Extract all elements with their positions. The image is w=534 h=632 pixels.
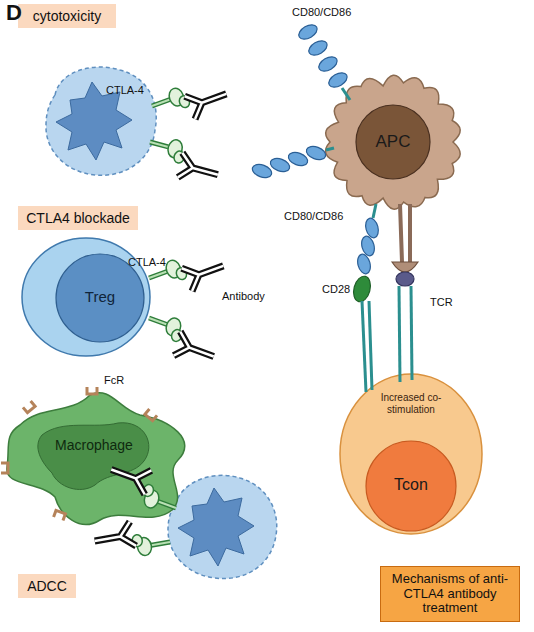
cd80-domain [326, 70, 349, 90]
ctla4-antibody [140, 310, 222, 369]
cell-nucleus [356, 105, 430, 179]
molecule-label: CD80/CD86 [284, 210, 343, 222]
cd28-stalk [369, 301, 372, 390]
cd80-domain [360, 235, 377, 257]
cell-shape [0, 385, 200, 535]
fc-receptor [23, 401, 35, 413]
molecule-label: CD80/CD86 [292, 6, 351, 18]
cell-membrane [340, 374, 482, 534]
mhc-molecule [392, 262, 418, 272]
cd28-receptor [351, 274, 373, 303]
molecule-label: Antibody [222, 290, 265, 302]
molecule-label: FcR [104, 374, 124, 386]
cd80-domain [316, 54, 339, 74]
molecule-label: CTLA-4 [106, 84, 144, 96]
apc-cell: APC [318, 62, 468, 222]
cd80-domain [305, 144, 328, 162]
cd80-domain [306, 38, 329, 58]
cd28-stalk [362, 301, 366, 392]
molecule-label: CD28 [322, 283, 350, 295]
tumor-cell [168, 475, 277, 578]
cd80-domain [269, 156, 292, 174]
cd80-domain [356, 253, 373, 275]
panel-tag: ADCC [18, 574, 76, 598]
tcr-chain [399, 286, 400, 382]
node-text: Macrophage [28, 437, 160, 453]
treg-cell: Treg [20, 236, 152, 358]
cell-nucleus [366, 441, 456, 531]
ctla4-antibody [149, 72, 231, 131]
tumor-nucleus [178, 488, 254, 566]
ctla4-antibody [143, 133, 224, 187]
node-text: Treg [62, 288, 138, 305]
cd80-domain [364, 217, 381, 239]
cell-membrane [22, 238, 150, 356]
tumor-cell [46, 67, 156, 175]
panel-letter: D [6, 0, 22, 26]
panel-tag: cytotoxicity [18, 4, 116, 28]
cell-nucleus [38, 423, 149, 490]
ctla4-antibody [146, 244, 228, 303]
cd80-domain [287, 150, 310, 168]
node-text: Mechanisms of anti-CTLA4 antibody treatm… [387, 572, 513, 617]
node-text: ADCC [27, 578, 67, 594]
ctla4-antibody [92, 515, 171, 563]
tcon-cell: Increased co-stimulationTcon [338, 372, 488, 537]
legend-box: Mechanisms of anti-CTLA4 antibody treatm… [380, 566, 520, 622]
cell-membrane [326, 75, 461, 209]
molecule-label: CTLA-4 [128, 256, 166, 268]
cd80-domain [251, 162, 274, 180]
cell-membrane [7, 393, 185, 525]
node-text: APC [358, 132, 428, 152]
panel-tag: CTLA4 blockade [18, 206, 138, 230]
tcr-chain [411, 286, 412, 380]
node-text: Increased co-stimulation [368, 392, 454, 415]
cd80-stalk [373, 204, 376, 218]
cd80-domain [296, 22, 319, 42]
molecule-label: TCR [430, 296, 453, 308]
node-text: CTLA4 blockade [26, 210, 130, 226]
node-text: Tcon [371, 476, 451, 494]
macrophage-cell: Macrophage [0, 385, 200, 535]
mhc-stalk [400, 204, 410, 262]
node-text: cytotoxicity [33, 8, 101, 24]
peptide-antigen [396, 272, 414, 286]
